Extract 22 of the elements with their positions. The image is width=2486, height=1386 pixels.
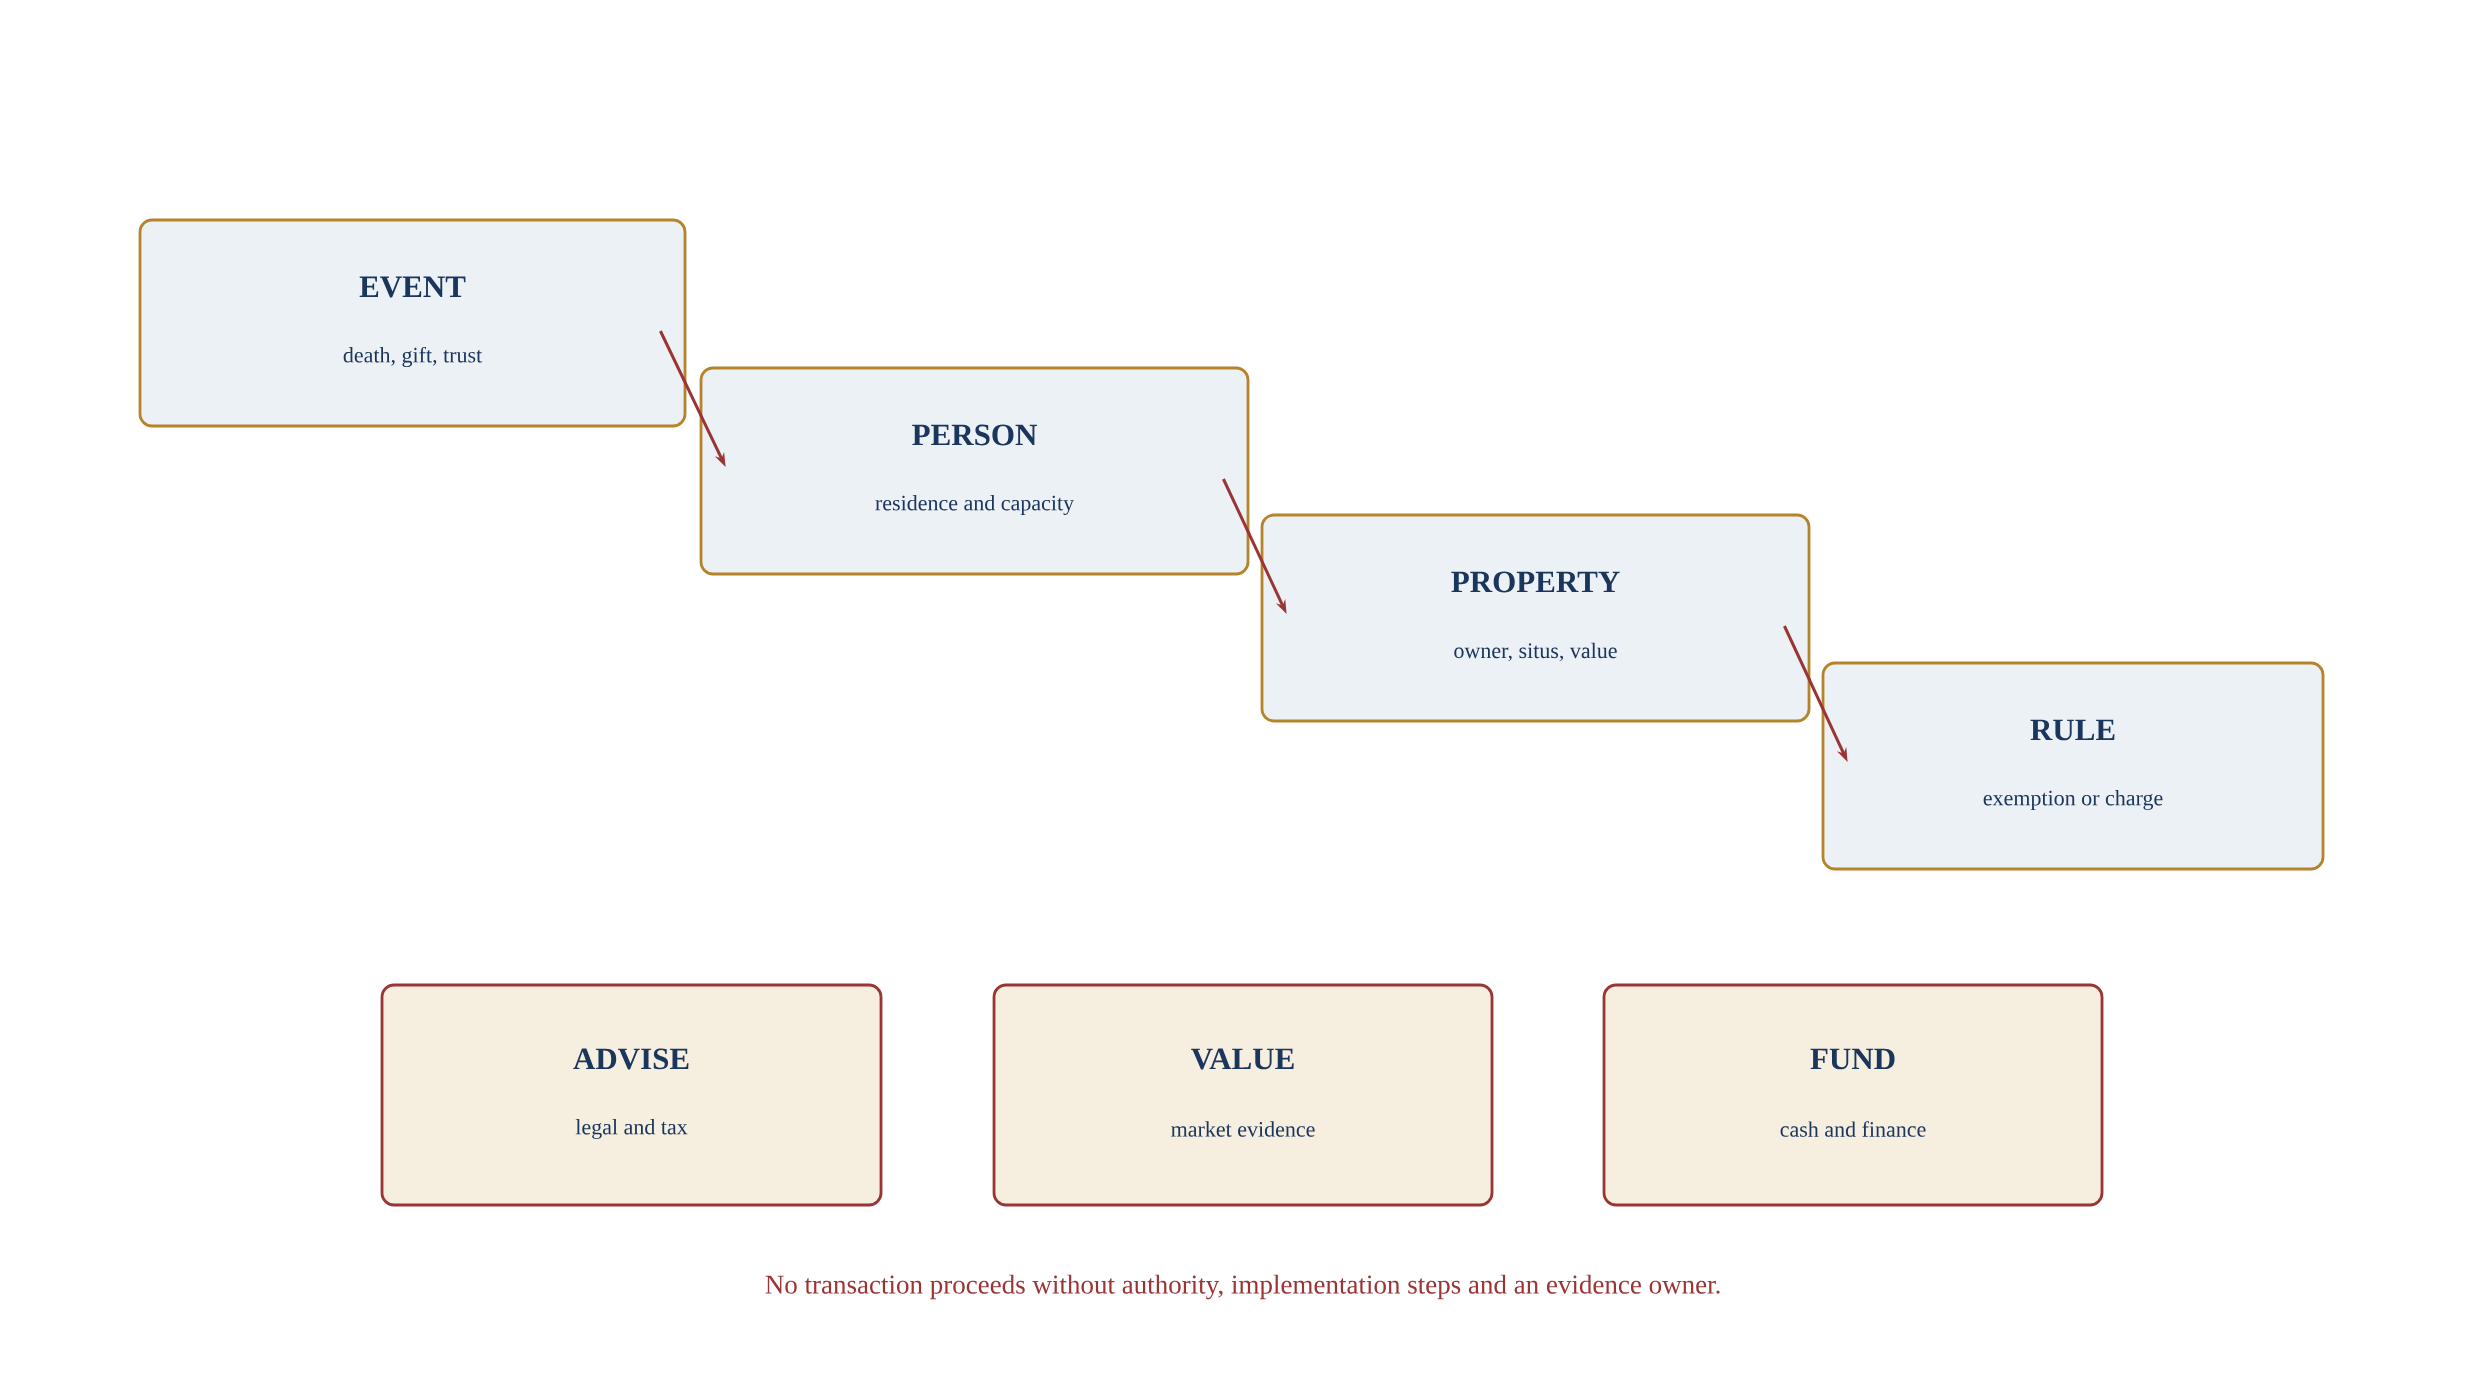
process-box bbox=[380, 983, 883, 1207]
process-box bbox=[1821, 661, 2325, 871]
box-subtitle: residence and capacity bbox=[875, 495, 1074, 515]
box-subtitle: market evidence bbox=[1171, 1121, 1315, 1137]
box-heading: EVENT bbox=[359, 276, 466, 298]
caption: No transaction proceeds without authority, implementation steps and an evidence owner. bbox=[765, 1274, 1720, 1300]
box-heading: PROPERTY bbox=[1451, 571, 1620, 593]
process-box bbox=[138, 218, 687, 428]
box-heading: FUND bbox=[1810, 1048, 1895, 1070]
box-heading: VALUE bbox=[1191, 1048, 1294, 1070]
box-heading: ADVISE bbox=[573, 1048, 689, 1070]
box-heading: RULE bbox=[2030, 719, 2115, 741]
box-subtitle: exemption or charge bbox=[1983, 790, 2163, 810]
process-box bbox=[699, 366, 1250, 576]
box-heading: PERSON bbox=[912, 424, 1037, 446]
box-subtitle: cash and finance bbox=[1780, 1121, 1926, 1137]
box-subtitle: death, gift, trust bbox=[343, 346, 483, 368]
process-box bbox=[1602, 983, 2104, 1207]
box-subtitle: owner, situs, value bbox=[1454, 642, 1617, 662]
process-box bbox=[1260, 513, 1811, 723]
process-box bbox=[992, 983, 1494, 1207]
box-subtitle: legal and tax bbox=[575, 1119, 688, 1139]
